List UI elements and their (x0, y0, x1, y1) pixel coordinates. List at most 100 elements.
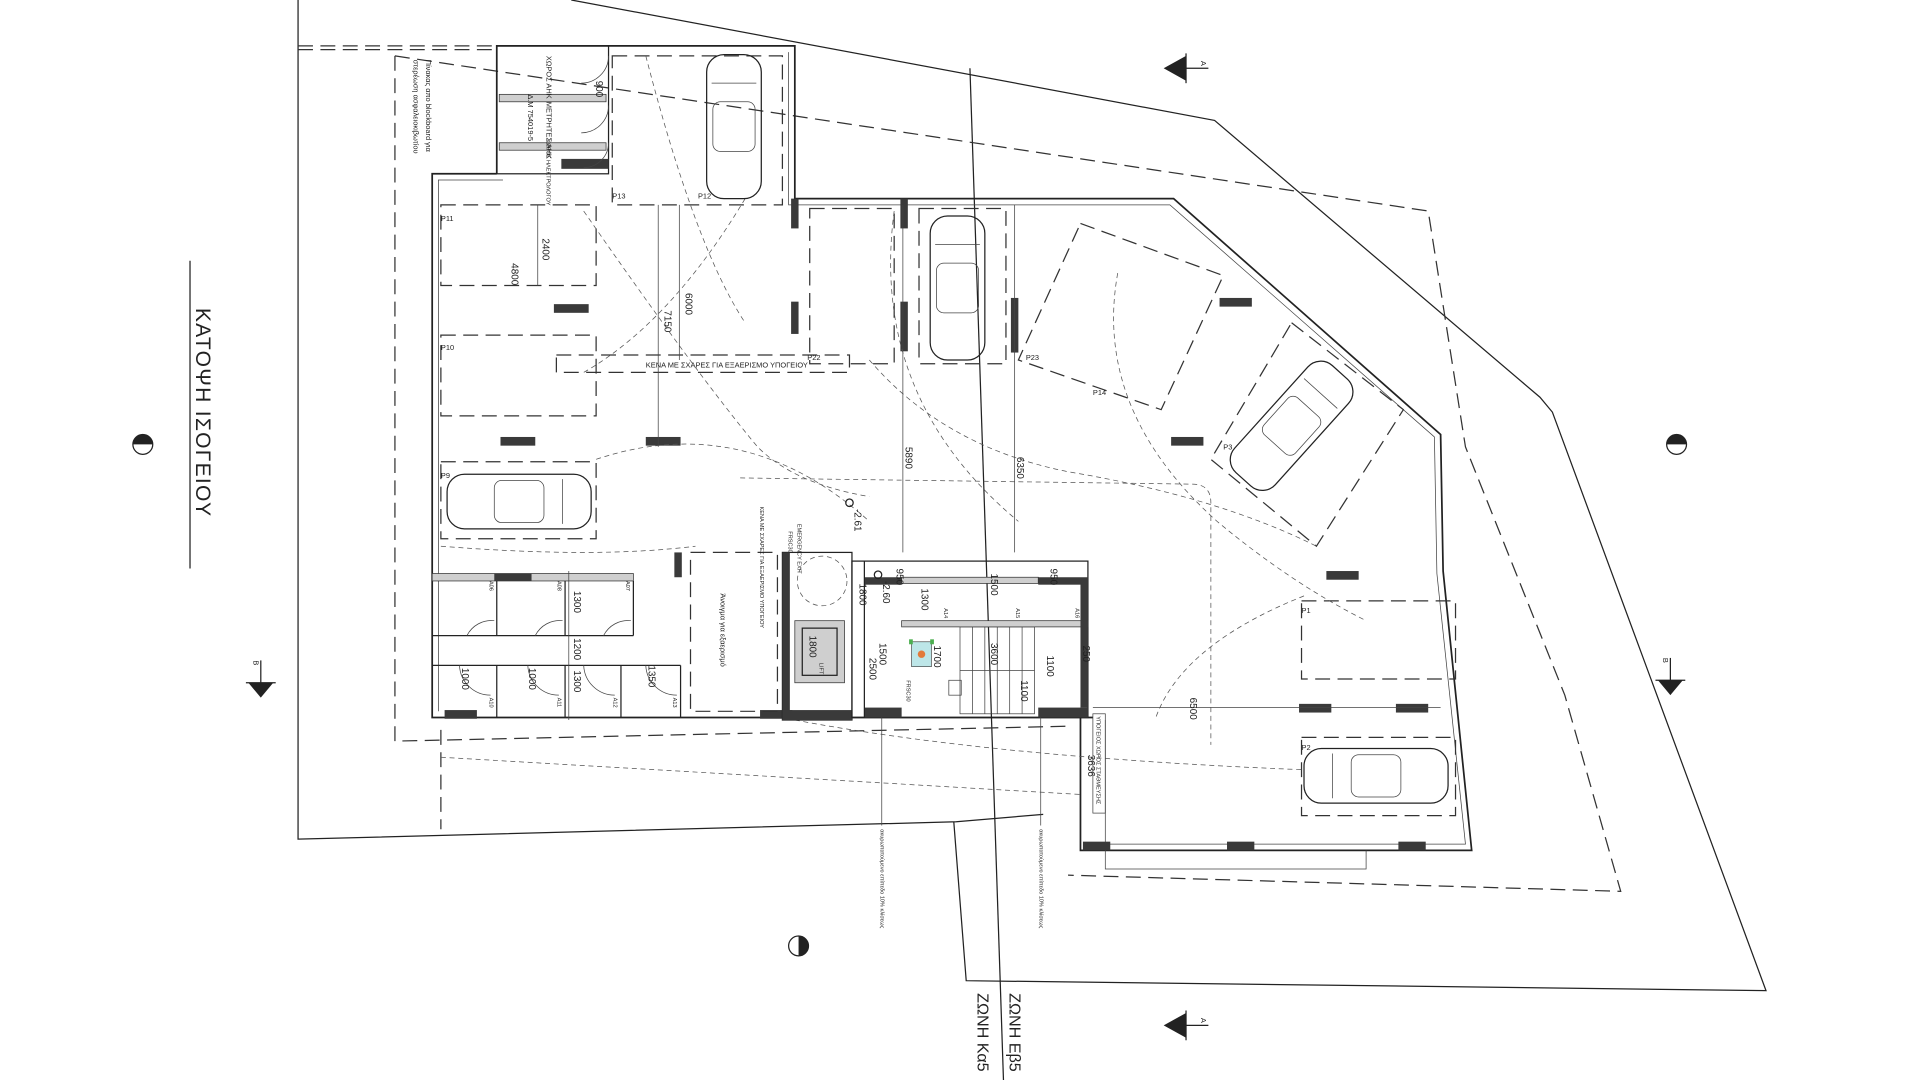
storage-a07: A07 (624, 581, 630, 591)
dim-3636: 3636 (1085, 755, 1096, 778)
stair-lift-core: LIFT EMERGENCY EXIT FRSC30 FRSC30 1800 1… (781, 524, 1091, 721)
dim-1500-b: 1500 (988, 574, 999, 597)
stair-treads (959, 626, 1035, 715)
car-icon (706, 54, 762, 200)
section-marker-b-right: B (1655, 658, 1686, 696)
dim-6000: 6000 (683, 293, 694, 316)
dim-1350: 1350 (645, 665, 656, 688)
meter-reference: Δ.Μ 754019-5 (526, 94, 535, 141)
vent-openings-note: ΚΕΝΑ ΜΕ ΣΧΑΡΕΣ ΓΙΑ ΕΞΑΕΡΙΣΜΟ ΥΠΟΓΕΙΟΥ (646, 360, 808, 369)
drawing-title: ΚΑΤΟΨΗ ΙΣΟΓΕΙΟΥ (189, 260, 214, 569)
title-text: ΚΑΤΟΨΗ ΙΣΟΓΕΙΟΥ (191, 308, 214, 517)
parking-p13: P13 (612, 192, 625, 201)
dim-1800-b: 1800 (807, 636, 818, 659)
elevation-marker-bottom (787, 935, 810, 957)
parking-p1: P1 (1302, 606, 1311, 615)
storage-a13: A13 (671, 698, 677, 708)
room-electric: ΧΩΡΟΣ ΗΛΕΚΤΡΟΛΟΓΟΥ (544, 139, 550, 206)
structural-columns (444, 198, 1429, 851)
dim-950-a: 950 (894, 569, 905, 586)
ramp-note-2: ακυρωπατούμενο επίπεδο 10% κλίσεως (1037, 829, 1044, 928)
dim-900: 900 (593, 81, 604, 98)
blockboard-note-2: στερέωση ασφαλειοκιβωτίου (412, 60, 421, 154)
car-icon (1303, 747, 1449, 804)
fire-door-label-2: FRSC30 (905, 680, 911, 701)
section-label-a: A (1199, 61, 1208, 66)
dim-6350: 6350 (1014, 457, 1025, 480)
car-icon (1229, 360, 1354, 492)
dim-6500: 6500 (1187, 698, 1198, 721)
building-walls (431, 45, 1473, 870)
elevation-marker-right (1666, 433, 1688, 455)
car-icon (446, 473, 592, 530)
storage-a06: A06 (487, 581, 493, 591)
parking-p14: P14 (1093, 388, 1106, 397)
level-markers: -2.61 -2.60 (845, 498, 891, 604)
section-marker-a-top: A (1163, 53, 1209, 84)
elevation-marker-left (132, 433, 154, 455)
utility-rooms: ΧΩΡΟΣ ΑΗΚ ΜΕΤΡΗΤΕΣ ΑΗΚ ΧΩΡΟΣ ΗΛΕΚΤΡΟΛΟΓΟ… (412, 45, 610, 206)
property-boundary (297, 0, 1767, 1080)
dimension-lines: 2400 4800 6000 7150 5890 6350 6500 3636 … (509, 204, 1441, 929)
section-label-b: B (251, 660, 260, 665)
dim-1700: 1700 (931, 646, 942, 669)
storage-a12: A12 (612, 698, 618, 708)
dim-1500: 1500 (876, 643, 887, 666)
wheelchair-icon (909, 639, 934, 667)
dim-950-b: 950 (1048, 569, 1059, 586)
turning-paths (440, 55, 1367, 795)
slab-outline (394, 55, 1622, 892)
vent-openings-note-2: ΚΕΝΑ ΜΕ ΣΧΑΡΕΣ ΓΙΑ ΕΞΑΕΡΙΣΜΟ ΥΠΟΓΕΙΟΥ (758, 506, 764, 628)
dim-1100-a: 1100 (1044, 655, 1055, 677)
dim-250: 250 (1080, 646, 1091, 663)
opening-note: Άνοιγμα για εξαερισμό (718, 593, 727, 666)
dim-1300-a: 1300 (571, 591, 582, 614)
storage-a10: A10 (487, 698, 493, 708)
zone-ka5: ΖΩΝΗ Κα5 (973, 993, 991, 1072)
parking-p2: P2 (1302, 743, 1311, 752)
dim-4800: 4800 (509, 263, 520, 286)
section-marker-a-bottom: A (1163, 1010, 1209, 1041)
dim-3600: 3600 (988, 643, 999, 666)
fire-door-label: FRSC30 (787, 531, 793, 552)
storage-a11: A11 (556, 698, 562, 708)
dim-7150: 7150 (661, 310, 672, 333)
parking-p23: P23 (1026, 353, 1039, 362)
dim-1200: 1200 (571, 638, 582, 661)
dim-1100-b: 1100 (1018, 680, 1029, 702)
cars (446, 54, 1449, 804)
storage-a15: A15 (1014, 608, 1020, 618)
emergency-exit-label: EMERGENCY EXIT (795, 524, 801, 574)
dim-2500: 2500 (866, 658, 877, 681)
dim-1800-a: 1800 (856, 583, 867, 606)
level-2-60: -2.60 (880, 581, 891, 604)
parking-p12: P12 (698, 192, 711, 201)
storage-a14: A14 (942, 608, 948, 618)
storage-a16: A16 (1073, 608, 1079, 618)
car-icon (929, 215, 986, 361)
zone-eb5: ΖΩΝΗ Εβ5 (1006, 993, 1024, 1072)
zone-labels: ΖΩΝΗ Κα5 ΖΩΝΗ Εβ5 (973, 993, 1023, 1072)
blockboard-note: Πίνακας απο blockboard για (424, 60, 433, 153)
room-ahk: ΧΩΡΟΣ ΑΗΚ (544, 56, 553, 99)
section-marker-b-left: B (245, 660, 276, 698)
dim-2400: 2400 (540, 238, 551, 261)
dim-1000-a: 1000 (459, 668, 470, 691)
room-meters: ΜΕΤΡΗΤΕΣ ΑΗΚ (544, 102, 553, 159)
level-2-61: -2.61 (851, 509, 862, 532)
dim-1000-b: 1000 (526, 668, 537, 691)
storage-a08: A08 (556, 581, 562, 591)
parking-p10: P10 (441, 343, 454, 352)
section-label-b-2: B (1661, 658, 1670, 663)
parking-p22: P22 (807, 353, 820, 362)
dim-5890: 5890 (902, 447, 913, 470)
parking-p9: P9 (441, 471, 450, 480)
lift-label: LIFT (818, 663, 824, 675)
ramp-note-1: ακυρωπατούμενο επίπεδο 10% κλίσεως (879, 829, 886, 928)
section-label-a-2: A (1199, 1018, 1208, 1023)
dim-1300-core: 1300 (919, 588, 930, 611)
parking-p3: P3 (1223, 442, 1232, 451)
storage-units: A06 A08 A07 A10 A11 A12 A13 1300 1200 13… (431, 571, 682, 720)
parking-p11: P11 (441, 214, 454, 223)
